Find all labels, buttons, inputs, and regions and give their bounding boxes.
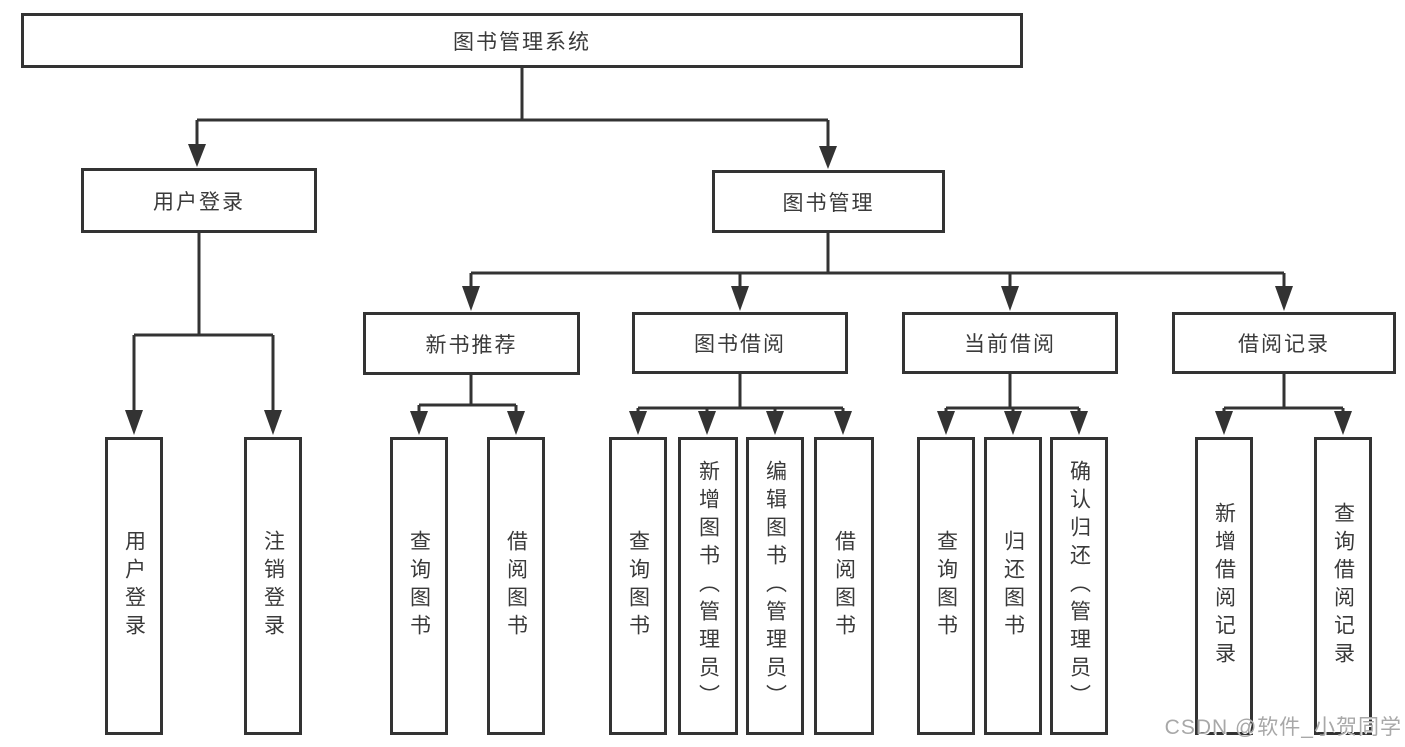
node-label: 查询图书 <box>934 530 958 642</box>
arrowhead-icon <box>1215 411 1233 435</box>
node-label: 图书管理系统 <box>453 30 591 54</box>
arrowhead-icon <box>1004 411 1022 435</box>
leaf-query-books-3: 查询图书 <box>917 437 975 735</box>
arrowhead-icon <box>698 411 716 435</box>
leaf-add-borrow-record: 新增借阅记录 <box>1195 437 1253 735</box>
leaf-query-borrow-record: 查询借阅记录 <box>1314 437 1372 735</box>
arrowhead-icon <box>1070 411 1088 435</box>
node-current-borrow: 当前借阅 <box>902 312 1118 374</box>
arrowhead-icon <box>834 411 852 435</box>
csdn-watermark: CSDN @软件_小贺同学 <box>1164 716 1402 739</box>
arrowhead-icon <box>937 411 955 435</box>
arrowhead-icon <box>462 286 480 311</box>
node-label: 当前借阅 <box>964 333 1056 356</box>
leaf-query-books-2: 查询图书 <box>609 437 667 735</box>
node-label: 用户登录 <box>153 190 245 214</box>
leaf-borrow-books-2: 借阅图书 <box>814 437 874 735</box>
node-label: 查询借阅记录 <box>1331 502 1355 670</box>
leaf-confirm-return-admin: 确认归还（管理员） <box>1050 437 1108 735</box>
node-label: 新增图书（管理员） <box>696 460 720 712</box>
node-borrow-records: 借阅记录 <box>1172 312 1396 374</box>
leaf-add-books-admin: 新增图书（管理员） <box>678 437 738 735</box>
node-book-borrow: 图书借阅 <box>632 312 848 374</box>
arrowhead-icon <box>1334 411 1352 435</box>
node-label: 归还图书 <box>1001 530 1025 642</box>
arrowhead-icon <box>410 411 428 435</box>
arrowhead-icon <box>1275 286 1293 311</box>
leaf-edit-books-admin: 编辑图书（管理员） <box>746 437 804 735</box>
node-label: 借阅图书 <box>832 530 856 642</box>
leaf-user-login: 用户登录 <box>105 437 163 735</box>
node-new-book-recommend: 新书推荐 <box>363 312 580 375</box>
node-label: 编辑图书（管理员） <box>763 460 787 712</box>
arrowhead-icon <box>766 411 784 435</box>
node-label: 图书借阅 <box>694 333 786 356</box>
arrowheads <box>125 144 1352 435</box>
arrowhead-icon <box>731 286 749 311</box>
node-label: 新增借阅记录 <box>1212 502 1236 670</box>
node-label: 借阅记录 <box>1238 333 1330 356</box>
node-label: 新书推荐 <box>425 333 518 357</box>
node-label: 查询图书 <box>626 530 650 642</box>
node-label: 注销登录 <box>261 530 285 642</box>
leaf-return-books: 归还图书 <box>984 437 1042 735</box>
leaf-logout: 注销登录 <box>244 437 302 735</box>
node-label: 查询图书 <box>407 530 431 642</box>
node-root-library-system: 图书管理系统 <box>21 13 1023 68</box>
arrowhead-icon <box>819 146 837 169</box>
arrowhead-icon <box>125 410 143 435</box>
arrowhead-icon <box>1001 286 1019 311</box>
arrowhead-icon <box>188 144 206 167</box>
connector-segments <box>132 68 1345 413</box>
node-user-login: 用户登录 <box>81 168 317 233</box>
node-label: 图书管理 <box>782 191 875 215</box>
arrowhead-icon <box>507 411 525 435</box>
node-label: 用户登录 <box>122 530 146 642</box>
leaf-query-books-1: 查询图书 <box>390 437 448 735</box>
node-label: 确认归还（管理员） <box>1067 460 1091 712</box>
arrowhead-icon <box>264 410 282 435</box>
node-label: 借阅图书 <box>504 530 528 642</box>
leaf-borrow-books-1: 借阅图书 <box>487 437 545 735</box>
arrowhead-icon <box>629 411 647 435</box>
node-book-management: 图书管理 <box>712 170 945 233</box>
